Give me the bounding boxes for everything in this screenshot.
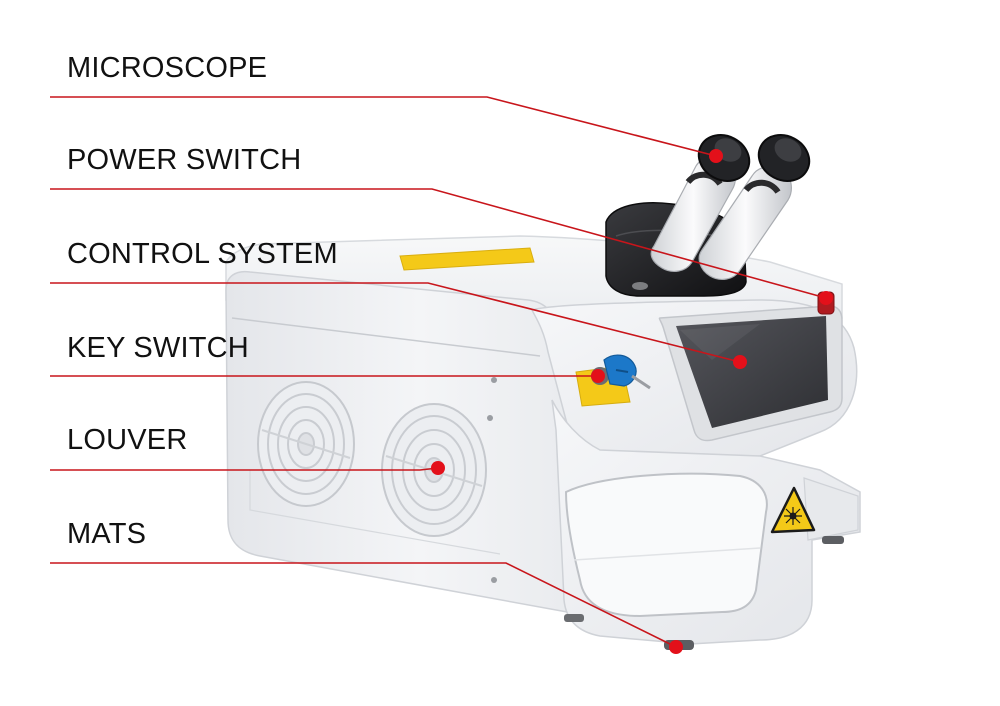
marker-dot-control-system (733, 355, 747, 369)
label-power-switch: POWER SWITCH (67, 144, 302, 176)
label-louver: LOUVER (67, 424, 188, 456)
top-warning-label (399, 247, 535, 271)
leader-line-power-switch (50, 188, 827, 299)
leader-line-control-system (50, 282, 741, 363)
marker-dot-louver (431, 461, 445, 475)
marker-dot-mats (669, 640, 683, 654)
control-system-screen (658, 305, 843, 442)
label-mats: MATS (67, 518, 147, 550)
marker-dot-power-switch (819, 291, 833, 305)
laser-warning-sign (770, 486, 816, 534)
label-key-switch: KEY SWITCH (67, 332, 249, 364)
callout-leaders (50, 96, 833, 654)
microscope (605, 134, 811, 297)
label-microscope: MICROSCOPE (67, 52, 268, 84)
label-control-system: CONTROL SYSTEM (67, 238, 338, 270)
leader-line-mats (50, 562, 677, 648)
marker-dot-microscope (709, 149, 723, 163)
leader-line-microscope (50, 96, 717, 157)
louver-fan-left (257, 381, 355, 507)
marker-dot-key-switch (591, 369, 605, 383)
machine-body (225, 235, 861, 650)
